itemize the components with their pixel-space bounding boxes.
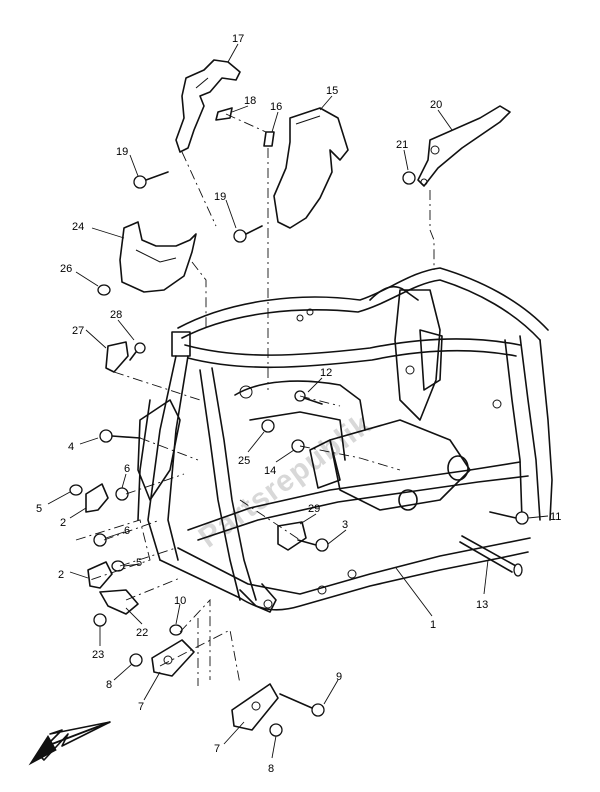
callout-1: 1 xyxy=(430,619,436,631)
part-17-cover-bracket xyxy=(175,59,241,153)
part-21-bolt xyxy=(402,171,416,185)
callout-21: 21 xyxy=(396,139,408,151)
part-6b-nut xyxy=(93,533,107,547)
callout-10: 10 xyxy=(174,595,186,607)
callout-15: 15 xyxy=(326,85,338,97)
part-12-bolt xyxy=(294,390,323,405)
callout-27: 27 xyxy=(72,325,84,337)
part-2a-plate xyxy=(85,483,109,513)
callout-7-lower: 7 xyxy=(214,743,220,755)
callout-28: 28 xyxy=(110,309,122,321)
callout-8-lower: 8 xyxy=(268,763,274,775)
part-5a-washer xyxy=(69,484,83,496)
part-8b-bolt xyxy=(269,723,283,737)
part-7a-plate xyxy=(151,639,195,677)
callout-5-lower: 5 xyxy=(136,557,142,569)
callout-7-upper: 7 xyxy=(138,701,144,713)
callout-26: 26 xyxy=(60,263,72,275)
callout-17: 17 xyxy=(232,33,244,45)
callout-14: 14 xyxy=(264,465,276,477)
callout-5-upper: 5 xyxy=(36,503,42,515)
callout-4: 4 xyxy=(68,441,74,453)
part-19b-bolt xyxy=(233,225,263,243)
callouts: 17 18 16 15 20 19 21 19 24 26 28 27 12 4… xyxy=(36,33,561,775)
callout-6-lower: 6 xyxy=(124,525,130,537)
callout-13: 13 xyxy=(476,599,488,611)
callout-2-lower: 2 xyxy=(58,569,64,581)
part-13-axle xyxy=(459,535,523,577)
assembly-lines xyxy=(75,113,435,686)
part-19a-bolt xyxy=(133,171,169,189)
part-16-clip xyxy=(263,131,275,147)
part-4-bolt xyxy=(99,429,141,443)
part-8a-bolt xyxy=(129,653,143,667)
part-29-plate xyxy=(277,521,307,551)
part-22-bracket xyxy=(99,589,139,615)
part-5b-washer xyxy=(111,560,125,572)
callout-12: 12 xyxy=(320,367,332,379)
callout-20: 20 xyxy=(430,99,442,111)
callout-22: 22 xyxy=(136,627,148,639)
part-11-bolt xyxy=(489,511,529,525)
part-15-cover xyxy=(273,107,349,229)
callout-9: 9 xyxy=(336,671,342,683)
callout-16: 16 xyxy=(270,101,282,113)
callout-11: 11 xyxy=(550,511,561,523)
callout-18: 18 xyxy=(244,95,256,107)
callout-19-upper: 19 xyxy=(116,146,128,158)
callout-25: 25 xyxy=(238,455,250,467)
part-27-bracket xyxy=(105,341,129,373)
callout-2-upper: 2 xyxy=(60,517,66,529)
part-26-nut xyxy=(97,284,111,296)
main-frame xyxy=(137,267,553,613)
callout-23: 23 xyxy=(92,649,104,661)
part-23-bolt xyxy=(93,613,107,627)
leader-lines xyxy=(47,43,549,759)
part-10-washer xyxy=(169,624,183,636)
part-24-bracket xyxy=(119,221,197,293)
callout-19-lower: 19 xyxy=(214,191,226,203)
part-25-bolt xyxy=(261,419,275,433)
callout-24: 24 xyxy=(72,221,84,233)
part-9-bolt xyxy=(279,693,325,717)
callout-29: 29 xyxy=(308,503,320,515)
front-direction-arrow xyxy=(28,721,111,766)
callout-3: 3 xyxy=(342,519,348,531)
callout-6-upper: 6 xyxy=(124,463,130,475)
part-2b-plate xyxy=(87,561,113,589)
part-28-bolt xyxy=(129,342,146,361)
part-18-clip xyxy=(215,107,233,121)
part-20-bracket xyxy=(417,105,511,187)
part-14-washer xyxy=(291,439,305,453)
callout-8-upper: 8 xyxy=(106,679,112,691)
part-3-bolt xyxy=(297,538,329,552)
part-7b-plate xyxy=(231,683,279,731)
